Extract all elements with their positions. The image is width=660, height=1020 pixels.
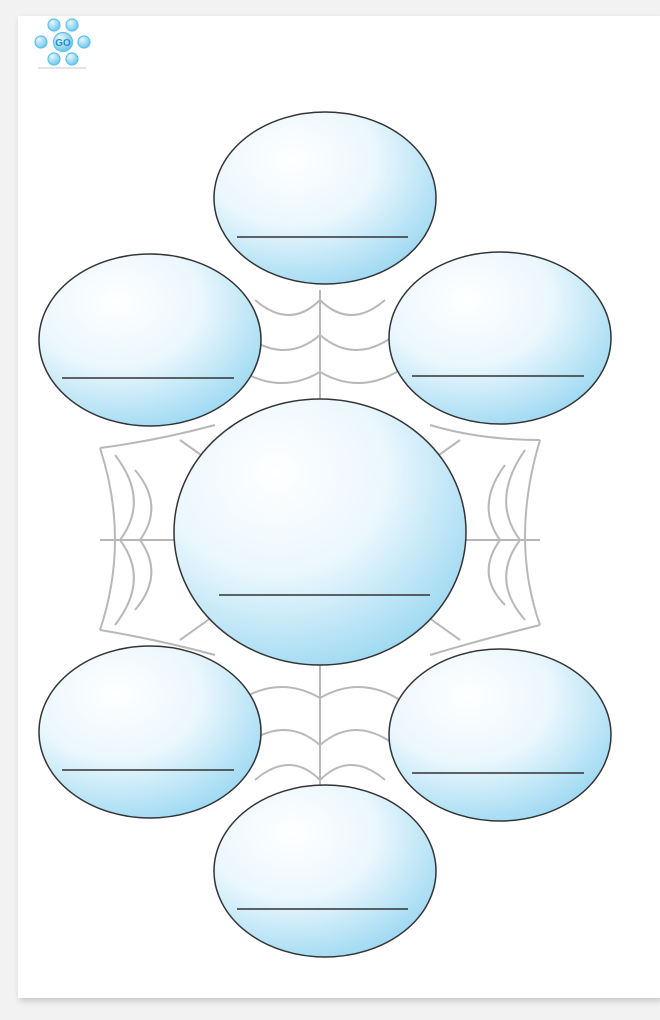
bubble-top — [213, 111, 437, 285]
bubble-center — [173, 398, 467, 666]
graphic-organizer-logo-icon: GO — [34, 18, 91, 69]
bubble-bottom — [213, 784, 437, 958]
bubble-lower-right — [388, 648, 612, 822]
bubble-upper-left — [38, 253, 262, 427]
bubble-lower-left — [38, 645, 262, 819]
bubble-upper-right — [388, 251, 612, 425]
logo-text: GO — [55, 38, 71, 49]
